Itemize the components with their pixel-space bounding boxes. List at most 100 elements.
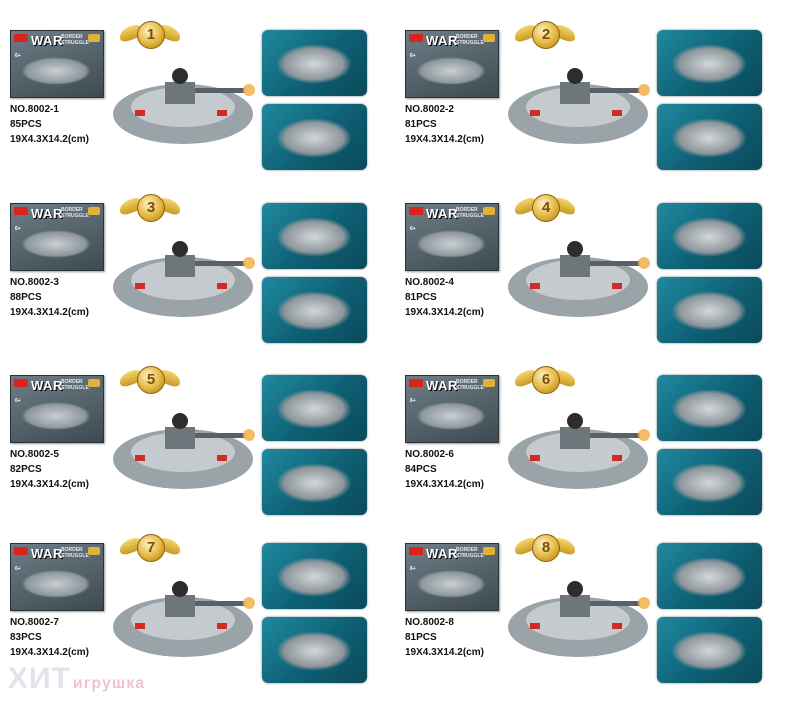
box-toy-image (21, 402, 91, 430)
series-logo (88, 34, 100, 42)
model-number: NO.8002-6 (405, 449, 454, 460)
box-size: 19X4.3X14.2(cm) (405, 134, 484, 145)
detail-image-2 (262, 449, 367, 515)
number-badge: 5 (120, 365, 180, 395)
piece-count: 88PCS (10, 292, 42, 303)
box-toy-image (416, 402, 486, 430)
package-box-image: WAR BORDER STRUGGLE 6+ (10, 30, 104, 98)
package-box-image: WAR BORDER STRUGGLE 6+ (10, 543, 104, 611)
detail-image-2 (262, 617, 367, 683)
product-card: WAR BORDER STRUGGLE 6+ NO.8002-3 88PCS 1… (0, 193, 400, 370)
box-size: 19X4.3X14.2(cm) (10, 307, 89, 318)
product-card: WAR BORDER STRUGGLE 6+ NO.8002-7 83PCS 1… (0, 533, 400, 710)
detail-image-1 (657, 203, 762, 269)
series-logo (88, 547, 100, 555)
box-size: 19X4.3X14.2(cm) (10, 134, 89, 145)
brand-logo (14, 207, 28, 215)
detail-image-1 (262, 203, 367, 269)
series-logo (88, 379, 100, 387)
detail-image-2 (262, 104, 367, 170)
assembled-model-image (508, 581, 650, 657)
product-card: WAR BORDER STRUGGLE 6+ NO.8002-4 81PCS 1… (395, 194, 795, 370)
box-title: WAR (426, 546, 458, 561)
box-title: WAR (426, 378, 458, 393)
assembled-model-image (508, 241, 650, 317)
age-label: 6+ (15, 566, 21, 572)
badge-number: 5 (137, 366, 165, 394)
badge-number: 4 (532, 194, 560, 222)
age-label: 6+ (410, 566, 416, 572)
series-logo (483, 207, 495, 215)
box-toy-image (21, 570, 91, 598)
detail-image-2 (657, 277, 762, 343)
detail-image-2 (657, 449, 762, 515)
piece-count: 85PCS (10, 119, 42, 130)
model-number: NO.8002-1 (10, 104, 59, 115)
box-subtitle: BORDER STRUGGLE (61, 547, 89, 559)
package-box-image: WAR BORDER STRUGGLE 6+ (405, 203, 499, 271)
assembled-model-image (113, 241, 255, 317)
assembled-model-image (113, 68, 255, 144)
piece-count: 84PCS (405, 464, 437, 475)
model-number: NO.8002-7 (10, 617, 59, 628)
box-subtitle: BORDER STRUGGLE (456, 547, 484, 559)
badge-number: 3 (137, 194, 165, 222)
detail-image-2 (262, 277, 367, 343)
product-info: NO.8002-7 83PCS 19X4.3X14.2(cm) (10, 615, 89, 660)
box-toy-image (21, 230, 91, 258)
brand-logo (14, 34, 28, 42)
box-title: WAR (31, 546, 63, 561)
box-toy-image (416, 57, 486, 85)
assembled-model-image (113, 581, 255, 657)
age-label: 6+ (410, 226, 416, 232)
brand-logo (409, 547, 423, 555)
detail-image-1 (657, 30, 762, 96)
number-badge: 3 (120, 193, 180, 223)
brand-logo (409, 207, 423, 215)
brand-logo (14, 547, 28, 555)
brand-logo (409, 34, 423, 42)
piece-count: 82PCS (10, 464, 42, 475)
box-subtitle: BORDER STRUGGLE (456, 34, 484, 46)
box-title: WAR (426, 206, 458, 221)
badge-number: 6 (532, 366, 560, 394)
number-badge: 8 (515, 533, 575, 563)
detail-image-1 (657, 543, 762, 609)
detail-image-2 (657, 104, 762, 170)
detail-image-1 (262, 543, 367, 609)
product-card: WAR BORDER STRUGGLE 6+ NO.8002-6 84PCS 1… (395, 365, 795, 542)
product-info: NO.8002-8 81PCS 19X4.3X14.2(cm) (405, 615, 484, 660)
number-badge: 7 (120, 533, 180, 563)
brand-logo (409, 379, 423, 387)
age-label: 6+ (15, 398, 21, 404)
product-info: NO.8002-5 82PCS 19X4.3X14.2(cm) (10, 447, 89, 492)
badge-number: 1 (137, 21, 165, 49)
badge-number: 2 (532, 21, 560, 49)
product-info: NO.8002-6 84PCS 19X4.3X14.2(cm) (405, 447, 484, 492)
package-box-image: WAR BORDER STRUGGLE 6+ (405, 30, 499, 98)
detail-image-1 (657, 375, 762, 441)
package-box-image: WAR BORDER STRUGGLE 6+ (405, 375, 499, 443)
age-label: 6+ (15, 53, 21, 59)
brand-logo (14, 379, 28, 387)
model-number: NO.8002-2 (405, 104, 454, 115)
box-toy-image (416, 570, 486, 598)
box-title: WAR (31, 378, 63, 393)
assembled-model-image (113, 413, 255, 489)
number-badge: 1 (120, 20, 180, 50)
detail-image-1 (262, 30, 367, 96)
box-subtitle: BORDER STRUGGLE (61, 207, 89, 219)
box-subtitle: BORDER STRUGGLE (456, 379, 484, 391)
product-info: NO.8002-2 81PCS 19X4.3X14.2(cm) (405, 102, 484, 147)
series-logo (88, 207, 100, 215)
age-label: 6+ (410, 53, 416, 59)
product-card: WAR BORDER STRUGGLE 6+ NO.8002-5 82PCS 1… (0, 365, 400, 542)
piece-count: 81PCS (405, 119, 437, 130)
model-number: NO.8002-4 (405, 277, 454, 288)
box-toy-image (416, 230, 486, 258)
box-subtitle: BORDER STRUGGLE (456, 207, 484, 219)
number-badge: 6 (515, 365, 575, 395)
package-box-image: WAR BORDER STRUGGLE 6+ (10, 375, 104, 443)
box-title: WAR (426, 33, 458, 48)
piece-count: 83PCS (10, 632, 42, 643)
